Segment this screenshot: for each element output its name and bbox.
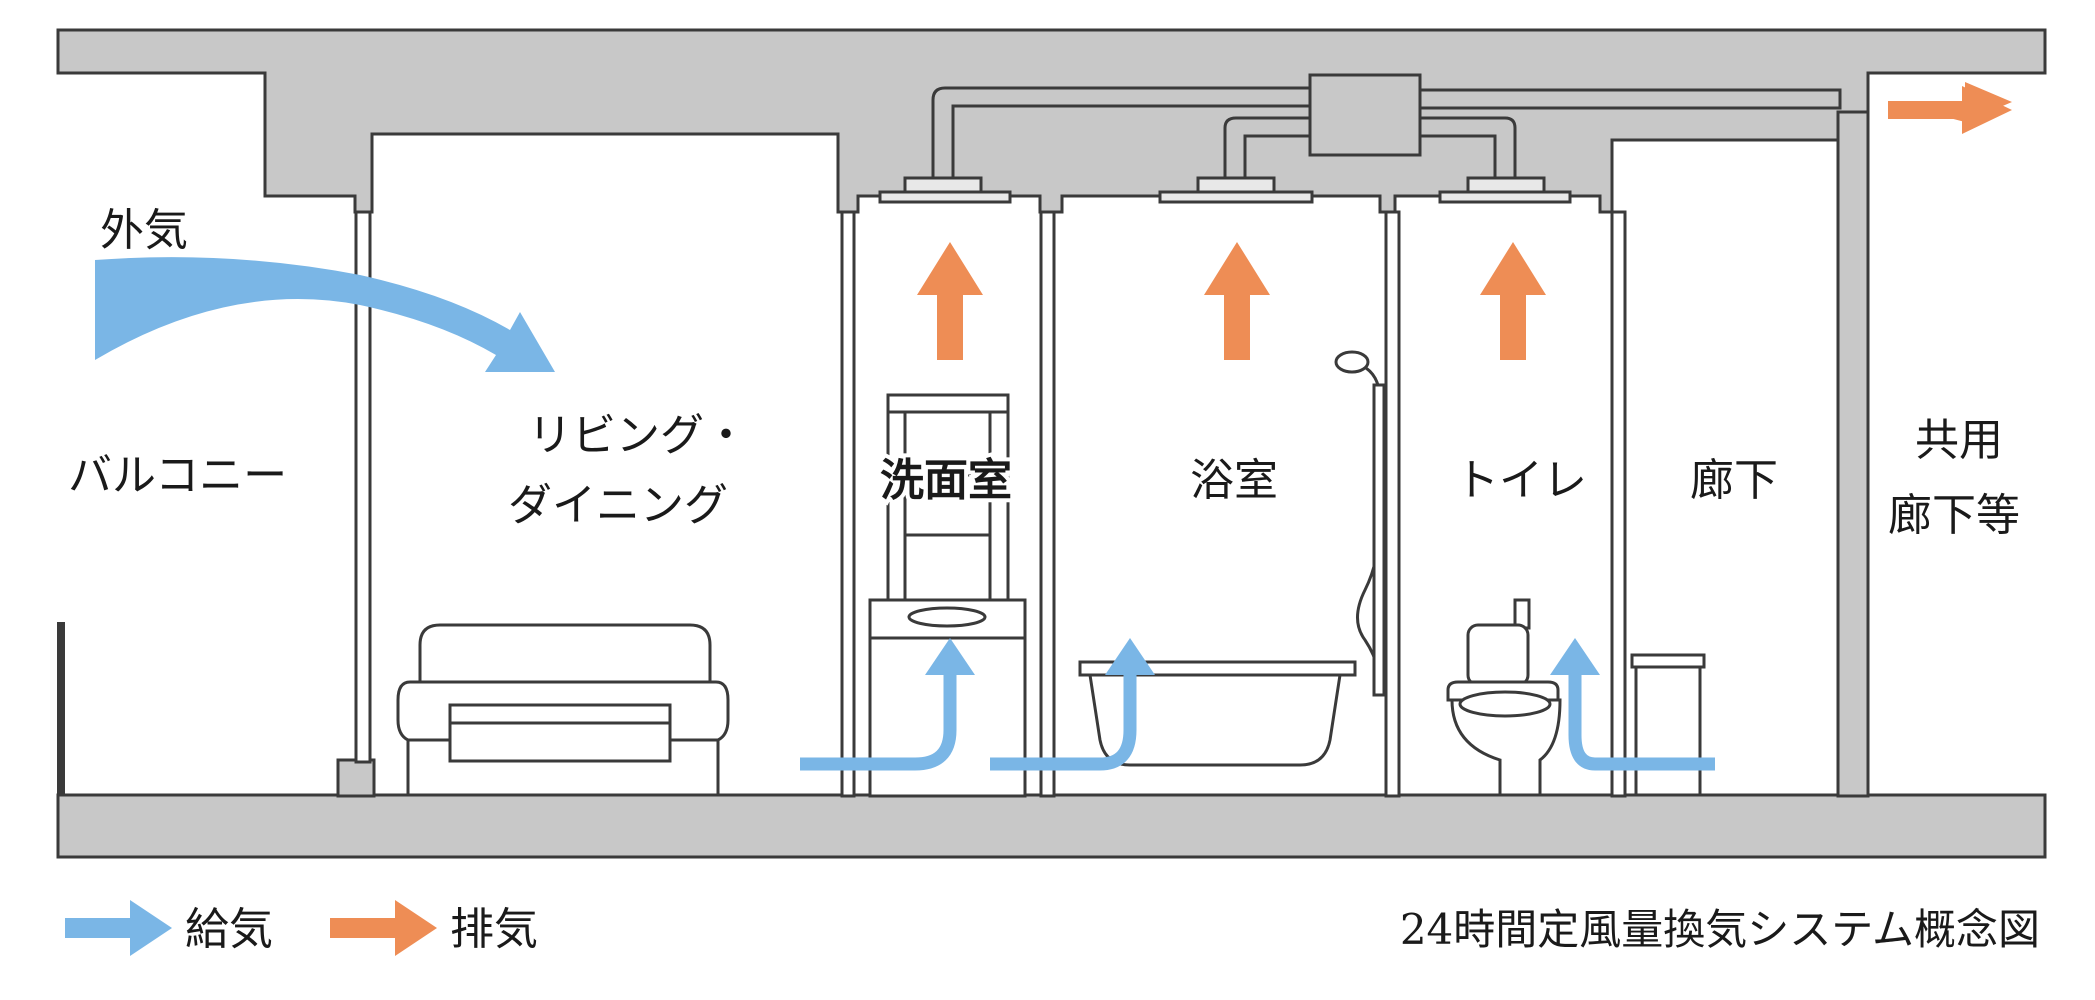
outside-supply-arrow (95, 257, 555, 372)
ceiling-slab-body (56, 28, 2047, 214)
supply-inflow-arrows (800, 672, 1715, 771)
balcony-railing (57, 622, 65, 796)
supply-arrowhead-washroom (925, 638, 975, 675)
hallway-label: 廊下 (1690, 455, 1778, 506)
legend-exhaust-arrow (330, 900, 437, 956)
diagram-caption: 24時間定風量換気システム概念図 (1400, 905, 2040, 954)
sofa (396, 623, 730, 797)
ventilation-fan-box (1308, 73, 1422, 157)
bathtub (1078, 660, 1357, 767)
shaft-wall (1836, 110, 1870, 798)
exhaust-arrow-bathroom (1204, 242, 1270, 360)
balcony-label: バルコニー (68, 450, 287, 501)
balcony-sash-base (336, 758, 376, 798)
legend-exhaust-label: 排気 (450, 904, 538, 955)
legend: 給気 排気 (65, 900, 538, 956)
supply-arrowhead-bathroom (1105, 638, 1155, 675)
partitions (354, 210, 1627, 798)
shower (1334, 350, 1386, 697)
exhaust-grilles (878, 176, 1572, 204)
exhaust-arrow-toilet (1480, 242, 1546, 360)
exhaust-arrow-washroom (917, 242, 983, 360)
common-corridor-label-line2: 廊下等 (1888, 490, 2020, 541)
toilet-label: トイレ (1455, 455, 1587, 506)
living-label-line1: リビング・ (528, 410, 748, 461)
exhaust-arrow-outlet-head (1888, 86, 2012, 134)
bathroom-label: 浴室 (1190, 455, 1278, 506)
washroom-label: 洗面室 (880, 455, 1012, 506)
hallway-cabinet (1630, 653, 1706, 797)
legend-supply-arrow (65, 900, 172, 956)
supply-arrowhead-toilet (1550, 638, 1600, 675)
floor-slab (56, 793, 2047, 859)
duct-system (931, 73, 1842, 180)
toilet (1446, 598, 1562, 797)
outside-air-label: 外気 (100, 205, 188, 256)
common-corridor-label-line1: 共用 (1915, 415, 2003, 466)
legend-supply-label: 給気 (185, 904, 273, 955)
living-label-line2: ダイニング (508, 480, 728, 531)
